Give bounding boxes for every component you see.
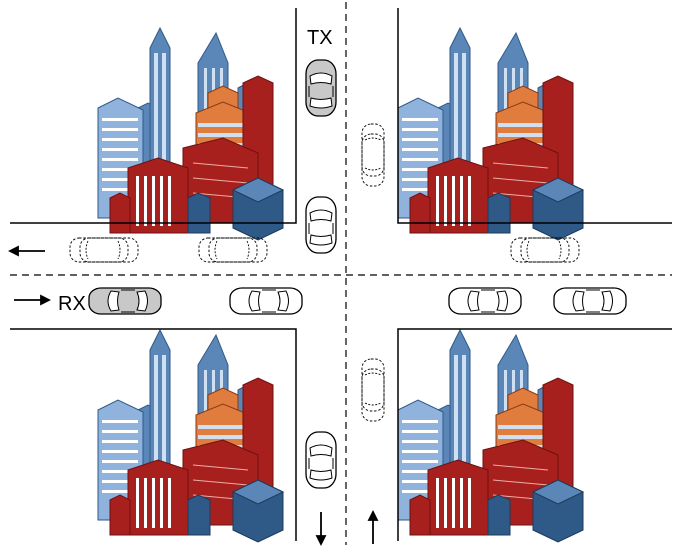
arrow-right-icon: [14, 294, 52, 306]
dashed-car-icon: [361, 358, 385, 422]
car-icon: [305, 196, 337, 254]
city-block-bottom-left: [97, 329, 284, 543]
arrow-up-icon: [367, 509, 379, 544]
road-edges: [10, 8, 672, 541]
tx-car-icon: [305, 59, 337, 117]
dashed-car-icon: [361, 123, 385, 187]
dashed-car-icon: [198, 237, 268, 263]
lane-center-lines: [10, 2, 672, 545]
dashed-car-icon: [69, 237, 139, 263]
car-icon: [229, 287, 303, 315]
car-icon: [553, 287, 627, 315]
city-block-bottom-right: [397, 329, 584, 543]
rx-label: RX: [58, 293, 86, 315]
dashed-car-icon: [510, 237, 580, 263]
arrow-down-icon: [315, 512, 327, 547]
city-block-top-right: [397, 27, 584, 241]
rx-car-icon: [88, 287, 162, 315]
car-icon: [305, 431, 337, 489]
arrow-left-icon: [7, 245, 45, 257]
car-icon: [448, 287, 522, 315]
tx-label: TX: [307, 27, 333, 49]
city-block-top-left: [97, 27, 284, 241]
